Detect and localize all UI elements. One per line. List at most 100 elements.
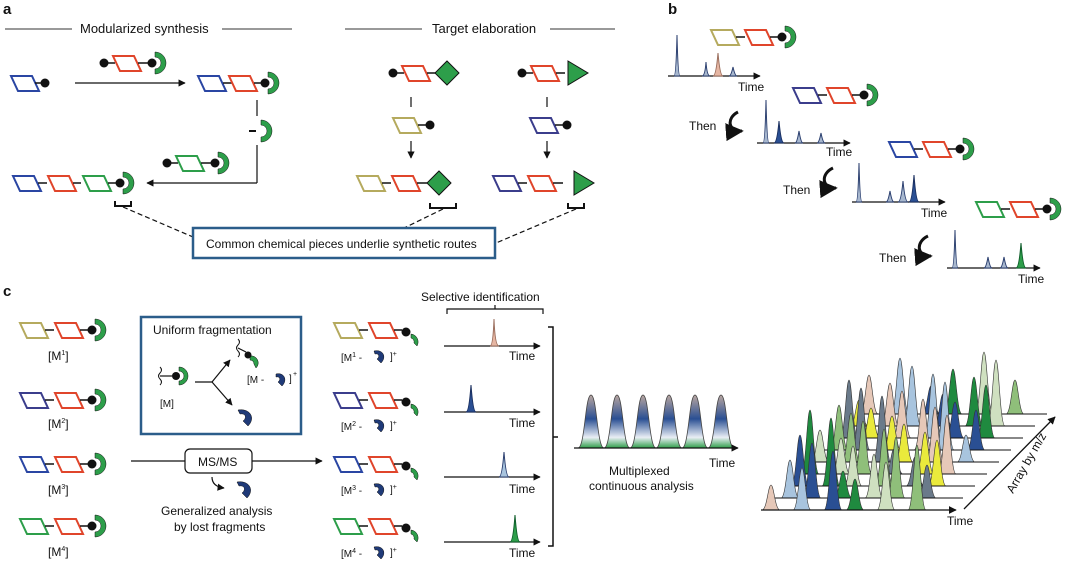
panel-a: Modularized synthesis Target elaboration (5, 21, 615, 260)
reagent-red-mida (99, 51, 167, 75)
reagent-green-mida (162, 151, 230, 175)
array-peak (792, 467, 812, 511)
svg-text:[M3]: [M3] (48, 483, 69, 497)
compound-label-m1: [M (48, 349, 61, 363)
mida-removal (249, 119, 273, 143)
uniform-m-label: [M] (160, 399, 174, 410)
curved-arrow-3 (914, 234, 933, 267)
array-peak (902, 365, 922, 427)
array-peak (892, 390, 912, 439)
compound-label-m4: [M (48, 545, 61, 559)
generalized-analysis-line2: by lost fragments (174, 520, 265, 534)
array-peak (956, 434, 976, 463)
time-axis-label-b1: Time (738, 80, 765, 94)
svg-text:+: + (293, 371, 297, 378)
fragment-ion-m2: [M2 - ]+ (332, 392, 419, 433)
section-header-target: Target elaboration (432, 21, 536, 36)
building-block-blue (9, 75, 50, 92)
uniform-fragment-label: [M - (247, 375, 264, 386)
panel-b: Time Then Time (668, 25, 1062, 286)
target-reagent-red-triangle (517, 60, 589, 86)
time-axis-label-c2: Time (509, 416, 536, 430)
time-axis-label-b3: Time (921, 206, 948, 220)
then-label-3: Then (879, 251, 906, 265)
fragment-ion-m4: [M4 - ]+ (332, 518, 419, 560)
fragment-ion-m1: [M1 - ]+ (332, 322, 419, 364)
array-layer (857, 351, 1047, 415)
trace-m3: Time (444, 451, 541, 496)
chromatogram-1: Time (668, 25, 797, 94)
panel-c: [M1] [M2] [M3] [M4] (18, 290, 1056, 560)
curved-arrow-2 (819, 166, 838, 199)
compound-m2: [M2] (18, 388, 107, 431)
svg-text:]: ] (289, 374, 292, 385)
time-axis-label-array: Time (947, 514, 974, 528)
chromatogram-2: Time (757, 83, 879, 159)
multiplexed-label-line2: continuous analysis (589, 479, 694, 493)
then-label-1: Then (689, 119, 716, 133)
trace-m2: Time (444, 384, 541, 430)
array-peak (761, 484, 781, 511)
array-peak (853, 420, 873, 475)
svg-text:]+: ]+ (390, 351, 397, 363)
common-pieces-callout-box (191, 226, 497, 260)
array-peak (1005, 379, 1025, 415)
chromatogram-3: Time (852, 137, 975, 220)
target-reagent-red-diamond (388, 60, 460, 86)
panel-label-c: c (3, 283, 11, 300)
generalized-analysis-line1: Generalized analysis (161, 504, 272, 518)
svg-text:[M2]: [M2] (48, 417, 69, 431)
array-peak (841, 412, 861, 463)
array-peak (927, 439, 947, 487)
array-peak (802, 442, 822, 499)
svg-text:[M1 -: [M1 - (341, 352, 362, 364)
svg-text:[M2 -: [M2 - (341, 421, 362, 433)
time-axis-label-c1: Time (509, 349, 536, 363)
array-peak (876, 461, 896, 511)
panel-label-a: a (3, 1, 12, 18)
then-label-2: Then (783, 183, 810, 197)
svg-text:]+: ]+ (390, 547, 397, 559)
array-peak (907, 444, 927, 511)
molecule-olive-red (709, 25, 797, 49)
fragmentation-scheme: [M] [M - ] + (158, 338, 297, 427)
array-peak (976, 384, 996, 439)
selective-identification-label: Selective identification (421, 290, 540, 304)
array-layer (809, 395, 999, 463)
compound-label-m3: [M (48, 483, 61, 497)
section-header-modularized: Modularized synthesis (80, 21, 209, 36)
molecule-green-red (974, 197, 1062, 221)
molecule-navy-red (791, 83, 879, 107)
compound-m1: [M1] (18, 318, 107, 363)
array-peak (986, 359, 1006, 427)
array-peak (886, 436, 906, 499)
svg-text:[M4]: [M4] (48, 545, 69, 559)
product-blue-red-green (11, 171, 135, 195)
msms-label: MS/MS (198, 455, 237, 469)
time-axis-label-b4: Time (1018, 272, 1045, 286)
array-peak (823, 450, 843, 511)
target-product-navy (491, 170, 595, 196)
svg-text:[M -: [M - (247, 375, 264, 386)
array-peak (874, 428, 894, 487)
svg-text:]+: ]+ (390, 484, 397, 496)
molecule-blue-red (887, 137, 975, 161)
trace-m1: Time (444, 318, 541, 363)
array-peak (964, 376, 984, 427)
curved-arrow-1 (725, 110, 744, 142)
compound-m3: [M3] (18, 452, 107, 497)
array-peak (843, 445, 863, 487)
array-peak (845, 478, 865, 511)
array-peak (925, 406, 945, 463)
array-peak (890, 357, 910, 415)
fragment-ion-m3: [M3 - ]+ (332, 456, 419, 497)
time-axis-label-b2: Time (826, 145, 853, 159)
array-peak (864, 453, 884, 499)
common-pieces-callout-text: Common chemical pieces underlie syntheti… (206, 237, 477, 251)
time-axis-label-c4: Time (509, 546, 536, 560)
target-product-olive (355, 170, 452, 196)
chromatogram-4: Time (947, 197, 1062, 286)
trace-m4: Time (444, 514, 541, 560)
array-peak (937, 414, 957, 475)
intermediate-blue-red (196, 71, 280, 95)
